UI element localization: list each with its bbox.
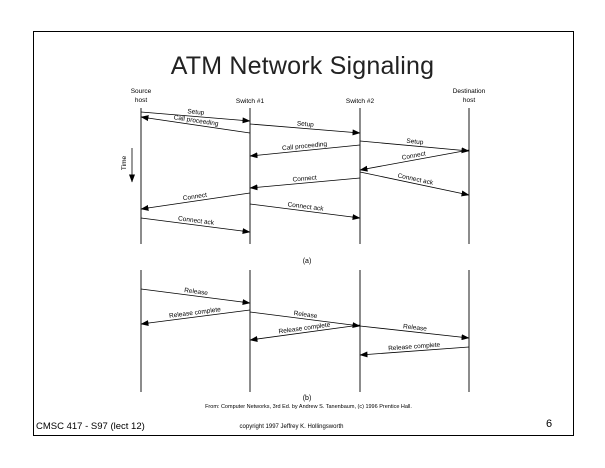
- message-a-label: Setup: [406, 138, 424, 147]
- message-a-arrow: [140, 115, 251, 134]
- message-b-arrow: [140, 288, 251, 306]
- message-b-label: Release complete: [278, 322, 331, 336]
- message-a-arrow: [140, 111, 251, 124]
- message-a-arrow: [359, 149, 470, 172]
- message-b-label: Release: [403, 323, 428, 333]
- message-a-arrow: [249, 177, 361, 191]
- message-a-label: Call proceeding: [282, 141, 328, 152]
- message-a-arrow: [249, 203, 361, 221]
- copyright-notice: copyright 1997 Jeffrey K. Hollingsworth: [0, 424, 605, 430]
- destination-host-label: Destination: [453, 88, 486, 95]
- copyright-text: copyright 1997 Jeffrey K. Hollingsworth: [239, 424, 344, 430]
- message-a-arrow: [140, 217, 251, 235]
- message-b-label: Release: [184, 287, 209, 297]
- time-axis: Time: [121, 148, 135, 183]
- time-label: Time: [121, 156, 128, 171]
- destination-host-label: host: [463, 97, 475, 104]
- node-labels: Source host Switch #1 Switch #2 Destination h…: [131, 88, 486, 105]
- message-a-label: Connect: [292, 174, 317, 183]
- message-b-arrow: [140, 309, 251, 327]
- message-a-arrow: [140, 192, 251, 211]
- message-a-label: Connect: [182, 192, 207, 202]
- source-host-label: Source: [131, 88, 152, 95]
- message-a-label: Connect ack: [397, 172, 435, 186]
- page-number: 6: [546, 418, 553, 430]
- course-label: CMSC 417 - S97 (lect 12): [36, 421, 145, 432]
- message-b-arrow: [359, 325, 470, 341]
- message-a-label: Setup: [187, 108, 205, 116]
- message-b-arrow: [249, 311, 361, 329]
- message-b-label: Release complete: [169, 306, 222, 320]
- message-a-arrow: [249, 144, 361, 159]
- source-credit: From: Computer Networks, 3rd Ed. by Andr…: [0, 404, 605, 410]
- source-host-label: host: [135, 97, 147, 104]
- message-a-label: Connect: [401, 150, 426, 161]
- message-a-arrow: [249, 123, 361, 136]
- slide-frame: [33, 31, 574, 436]
- message-b-label: Release: [293, 310, 318, 320]
- message-a-arrow: [359, 140, 470, 154]
- source-credit-text: From: Computer Networks, 3rd Ed. by Andr…: [205, 404, 412, 410]
- message-b-arrow: [249, 324, 361, 342]
- message-a-label: Connect ack: [287, 201, 324, 213]
- part-a-label: (a): [303, 258, 312, 265]
- slide-title: ATM Network Signaling: [170, 52, 435, 80]
- part-b-label: (b): [303, 395, 312, 402]
- message-b-label: Release complete: [388, 342, 441, 353]
- message-b-arrow: [359, 346, 470, 358]
- message-a-arrow: [359, 171, 470, 197]
- switch-1-label: Switch #1: [236, 98, 265, 105]
- message-a-label: Setup: [297, 120, 315, 128]
- switch-2-label: Switch #2: [346, 98, 375, 105]
- message-a-label: Connect ack: [178, 215, 215, 227]
